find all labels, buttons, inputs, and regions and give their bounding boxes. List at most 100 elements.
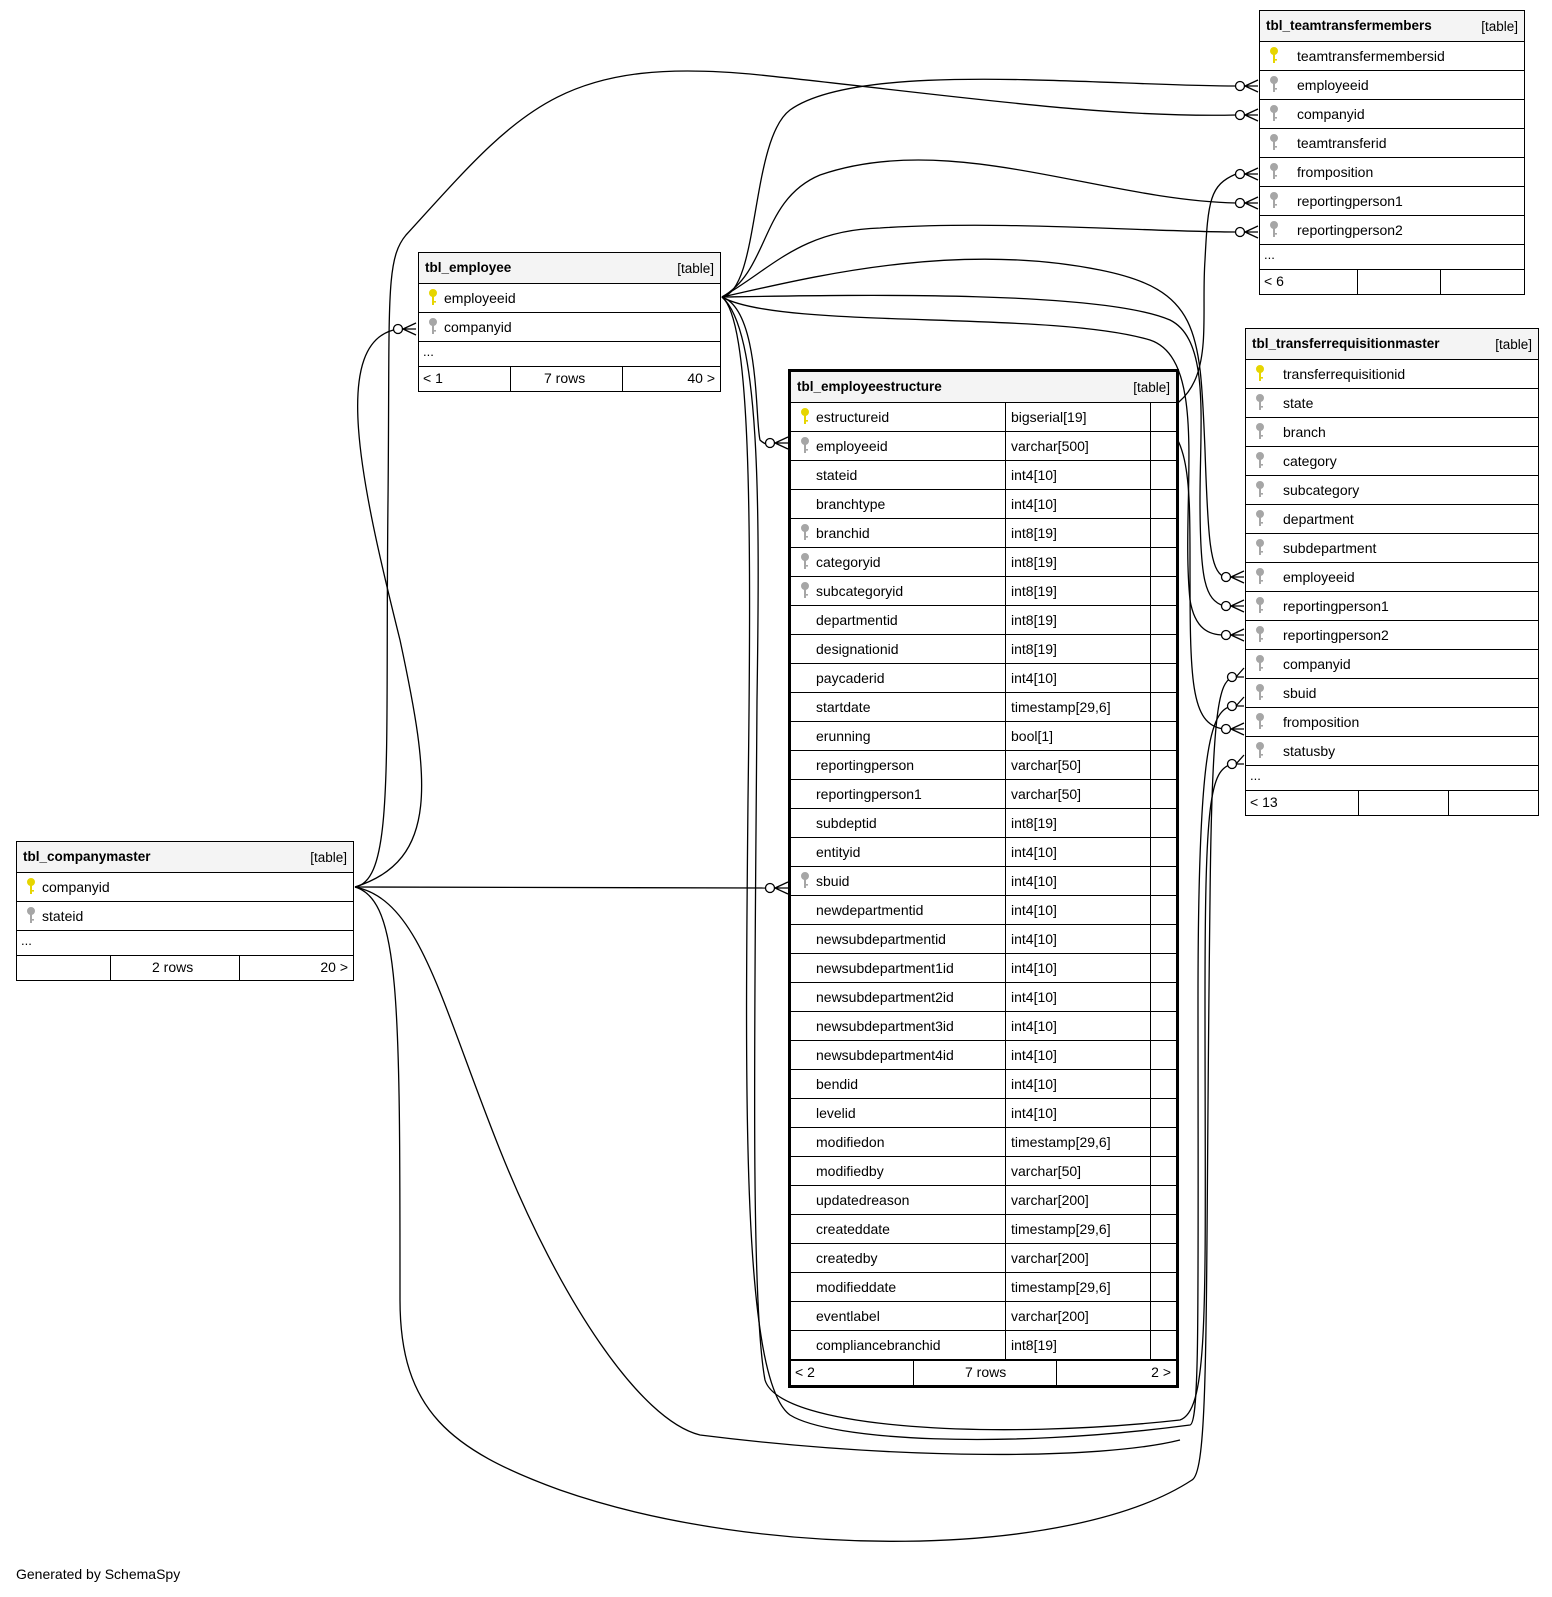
column-name: employeeid (816, 438, 888, 454)
column-type: varchar[200] (1005, 1186, 1150, 1214)
column-name: stateid (42, 908, 84, 924)
column-name: modifieddate (816, 1279, 897, 1295)
column-row[interactable]: category (1246, 447, 1538, 476)
foreign-key-icon (428, 318, 438, 336)
column-type: timestamp[29,6] (1005, 693, 1150, 721)
column-name: newsubdepartment2id (816, 989, 954, 1005)
children-count[interactable]: 2 > (1151, 1364, 1171, 1380)
column-type: int8[19] (1005, 1331, 1150, 1359)
column-type: int8[19] (1005, 548, 1150, 576)
table-employee[interactable]: tbl_employee [table] employeeid companyi… (418, 252, 721, 392)
table-type: [table] (310, 850, 347, 865)
children-count[interactable]: 20 > (320, 959, 348, 975)
table-type: [table] (1481, 19, 1518, 34)
column-name: subdepartment (1283, 540, 1377, 556)
column-name: sbuid (816, 873, 850, 889)
table-companymaster[interactable]: tbl_companymaster [table] companyid stat… (16, 841, 354, 981)
parents-count[interactable]: < 6 (1264, 273, 1284, 289)
column-row[interactable]: stateid (17, 902, 353, 931)
parents-count[interactable]: < 13 (1250, 794, 1278, 810)
column-type: int4[10] (1005, 1099, 1150, 1127)
column-type: int8[19] (1005, 635, 1150, 663)
table-employeestructure[interactable]: tbl_employeestructure [table] estructure… (788, 369, 1179, 1388)
parents-count[interactable]: < 1 (423, 370, 443, 386)
column-row[interactable]: reportingperson2 (1260, 216, 1524, 245)
column-row[interactable]: subdepartment (1246, 534, 1538, 563)
column-row[interactable]: reportingperson1 (1246, 592, 1538, 621)
column-row[interactable]: sbuid (1246, 679, 1538, 708)
table-teamtransfermembers[interactable]: tbl_teamtransfermembers [table] teamtran… (1259, 10, 1525, 295)
column-row[interactable]: employeeid (1260, 71, 1524, 100)
table-transferrequisitionmaster[interactable]: tbl_transferrequisitionmaster [table] tr… (1245, 328, 1539, 816)
column-row[interactable]: branch (1246, 418, 1538, 447)
column-name: createddate (816, 1221, 890, 1237)
column-name: companyid (444, 319, 512, 335)
column-type: int8[19] (1005, 809, 1150, 837)
column-row[interactable]: compliancebranchid int8[19] (791, 1331, 1176, 1360)
table-name: tbl_employeestructure (797, 379, 942, 394)
column-row[interactable]: teamtransferid (1260, 129, 1524, 158)
column-type: varchar[200] (1005, 1302, 1150, 1330)
column-row-pk[interactable]: companyid (17, 873, 353, 902)
column-row[interactable]: subcategory (1246, 476, 1538, 505)
column-name: modifiedby (816, 1163, 884, 1179)
table-footer: < 1 7 rows 40 > (419, 367, 720, 391)
parents-count[interactable]: < 2 (795, 1364, 815, 1380)
primary-key-icon (1255, 365, 1265, 383)
column-row[interactable]: companyid (1260, 100, 1524, 129)
column-row[interactable]: reportingperson1 (1260, 187, 1524, 216)
table-header: tbl_employee [table] (419, 253, 720, 284)
column-name: newsubdepartmentid (816, 931, 946, 947)
column-name: reportingperson (816, 757, 915, 773)
column-row[interactable]: state (1246, 389, 1538, 418)
foreign-key-icon (800, 553, 810, 571)
column-row[interactable]: fromposition (1260, 158, 1524, 187)
column-row[interactable]: companyid (419, 313, 720, 342)
column-row[interactable]: department (1246, 505, 1538, 534)
column-row[interactable]: companyid (1246, 650, 1538, 679)
column-row-pk[interactable]: transferrequisitionid (1246, 360, 1538, 389)
foreign-key-icon (1255, 597, 1265, 615)
column-row[interactable]: employeeid (1246, 563, 1538, 592)
column-row[interactable]: fromposition (1246, 708, 1538, 737)
table-footer: < 6 (1260, 270, 1524, 294)
column-name: compliancebranchid (816, 1337, 941, 1353)
column-row-pk[interactable]: employeeid (419, 284, 720, 313)
children-count[interactable]: 40 > (687, 370, 715, 386)
column-row-pk[interactable]: teamtransfermembersid (1260, 42, 1524, 71)
column-row[interactable]: statusby (1246, 737, 1538, 766)
column-row[interactable]: reportingperson2 (1246, 621, 1538, 650)
